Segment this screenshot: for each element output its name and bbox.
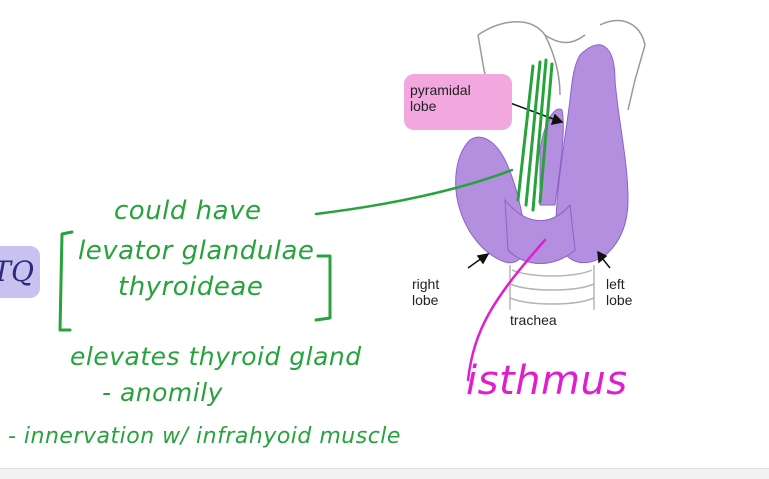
label-pyramidal-line2: lobe bbox=[410, 98, 437, 114]
note-could-have: could have bbox=[114, 196, 262, 226]
note-isthmus: isthmus bbox=[466, 358, 628, 404]
label-right-lobe: right lobe bbox=[412, 276, 439, 308]
label-right-line1: right bbox=[412, 276, 440, 292]
bottom-scroll-bar[interactable] bbox=[0, 468, 769, 479]
note-levator-line2: thyroideae bbox=[118, 272, 264, 302]
label-left-line2: lobe bbox=[606, 292, 633, 308]
thyroid-gland bbox=[455, 44, 629, 264]
pyramidal-highlight bbox=[404, 74, 512, 130]
label-left-line1: left bbox=[606, 276, 625, 292]
label-pyramidal-line1: pyramidal bbox=[410, 82, 471, 98]
note-levator-line1: levator glandulae bbox=[78, 236, 315, 266]
note-brackets bbox=[58, 230, 332, 332]
label-pyramidal-lobe: pyramidal lobe bbox=[410, 82, 471, 114]
tq-badge: TQ bbox=[0, 246, 40, 298]
note-innervation: - innervation w/ infrahyoid muscle bbox=[8, 424, 401, 449]
note-elevates: elevates thyroid gland bbox=[70, 342, 362, 371]
note-anomily: - anomily bbox=[102, 378, 223, 407]
trachea-rings bbox=[509, 265, 595, 310]
isthmus-leader bbox=[466, 238, 547, 382]
pyramidal-strokes bbox=[516, 58, 554, 212]
label-left-lobe: left lobe bbox=[606, 276, 632, 308]
label-right-line2: lobe bbox=[412, 292, 439, 308]
label-trachea: trachea bbox=[510, 312, 557, 328]
levator-leader bbox=[314, 168, 514, 216]
